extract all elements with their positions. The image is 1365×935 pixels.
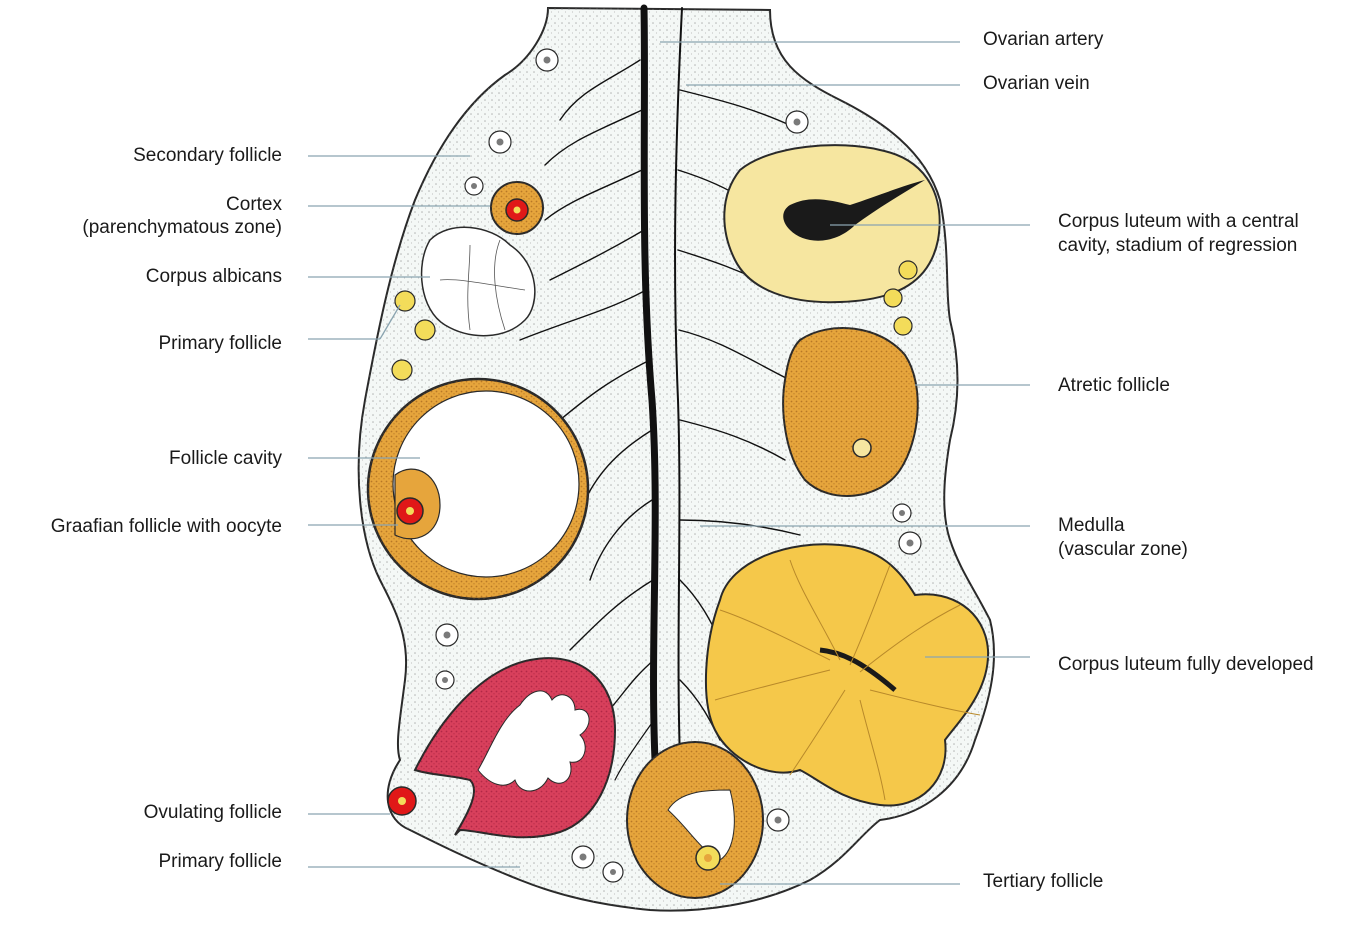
label-follicle-cavity: Follicle cavity <box>169 447 282 470</box>
label-medulla-zone: (vascular zone) <box>1058 538 1188 561</box>
label-ovarian-artery: Ovarian artery <box>983 28 1103 51</box>
label-cortex-zone: (parenchymatous zone) <box>82 216 282 239</box>
graafian-follicle <box>368 379 588 599</box>
label-ovarian-vein: Ovarian vein <box>983 72 1090 95</box>
label-secondary-follicle: Secondary follicle <box>133 144 282 167</box>
label-corpus-luteum-developed: Corpus luteum fully developed <box>1058 653 1314 676</box>
label-atretic-follicle: Atretic follicle <box>1058 374 1170 397</box>
label-corpus-luteum-regression-stage: cavity, stadium of regression <box>1058 234 1297 257</box>
tertiary-follicle <box>627 742 763 898</box>
label-medulla: Medulla <box>1058 514 1125 537</box>
label-cortex: Cortex <box>226 193 282 216</box>
label-ovulating-follicle: Ovulating follicle <box>144 801 282 824</box>
secondary-follicle <box>491 182 543 234</box>
label-primary-follicle-lower: Primary follicle <box>158 850 282 873</box>
label-corpus-albicans: Corpus albicans <box>146 265 282 288</box>
label-graafian-follicle: Graafian follicle with oocyte <box>51 515 282 538</box>
label-tertiary-follicle: Tertiary follicle <box>983 870 1103 893</box>
atretic-follicle <box>783 328 918 496</box>
label-primary-follicle-upper: Primary follicle <box>158 332 282 355</box>
label-corpus-luteum-regression: Corpus luteum with a central <box>1058 210 1299 233</box>
